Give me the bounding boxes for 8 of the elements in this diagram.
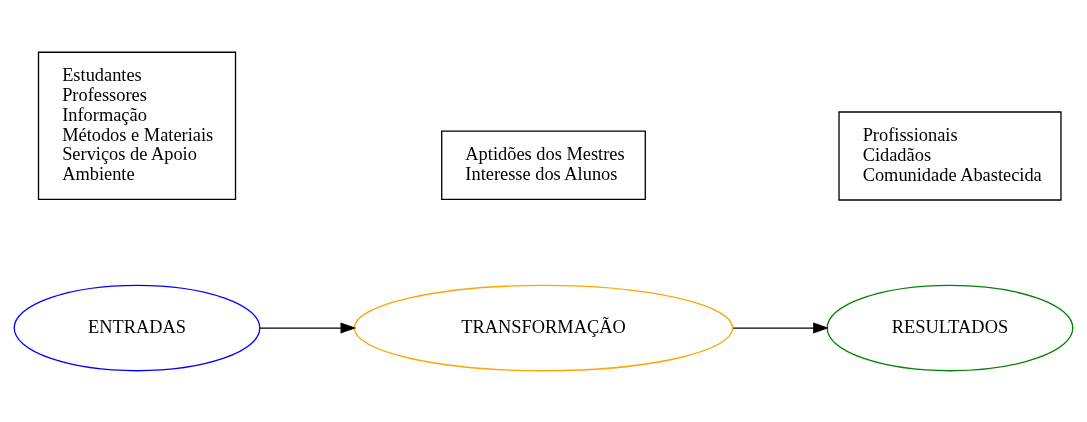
node-ellipse: RESULTADOS <box>826 284 1074 371</box>
arrow <box>732 322 829 334</box>
node-box: Aptidões dos Mestres Interesse dos Alunos <box>441 129 646 200</box>
node-ellipse: ENTRADAS <box>13 284 261 371</box>
node-box: Estudantes Professores Informação Métodos e Materiais Serviços de Apoio Ambiente <box>37 51 237 200</box>
node-box: Profissionais Cidadãos Comunidade Abastecida <box>838 110 1062 201</box>
node-ellipse: TRANSFORMAÇÃO <box>353 284 734 371</box>
arrow <box>259 322 357 334</box>
